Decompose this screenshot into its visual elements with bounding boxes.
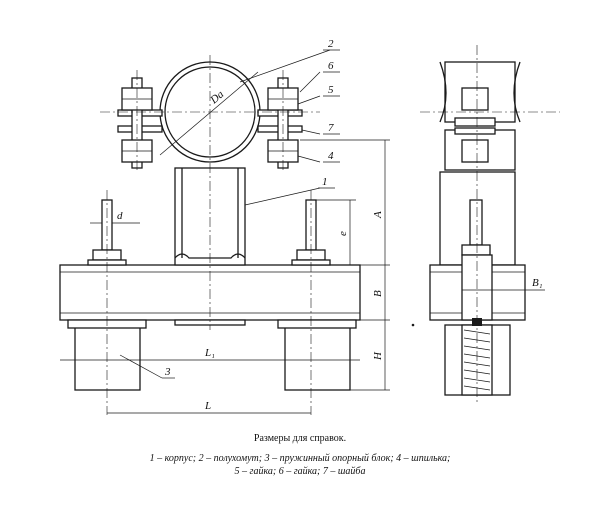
label-part-1: 1 <box>322 176 328 188</box>
front-view <box>59 49 390 415</box>
label-part-7: 7 <box>328 122 334 134</box>
label-a: A <box>372 211 384 219</box>
spring-block-left <box>74 324 141 391</box>
label-part-2: 2 <box>328 38 334 50</box>
caption-title: Размеры для справок. <box>253 433 347 444</box>
caption-line-1: 1 – корпус; 2 – полухомут; 3 – пружинный… <box>149 453 451 464</box>
label-b: B <box>372 290 384 297</box>
label-part-5: 5 <box>328 84 334 96</box>
label-l1: L₁ <box>204 347 215 359</box>
label-part-4: 4 <box>328 150 334 162</box>
label-b1: B₁ <box>532 277 543 289</box>
label-l: L <box>204 400 211 412</box>
label-e: e <box>337 231 349 236</box>
label-part-6: 6 <box>328 60 334 72</box>
label-h: H <box>372 351 384 361</box>
label-d: d <box>117 210 123 222</box>
pipe-circle <box>164 66 256 158</box>
spring-block-right <box>284 324 351 391</box>
label-part-3: 3 <box>164 366 171 378</box>
label-da: Da <box>207 88 226 107</box>
caption-line-2: 5 – гайка; 6 – гайка; 7 – шайба <box>234 466 366 477</box>
side-view <box>411 45 560 405</box>
technical-drawing: 2 6 5 7 4 1 3 Da d e A B H L₁ L B₁ <box>59 38 560 415</box>
